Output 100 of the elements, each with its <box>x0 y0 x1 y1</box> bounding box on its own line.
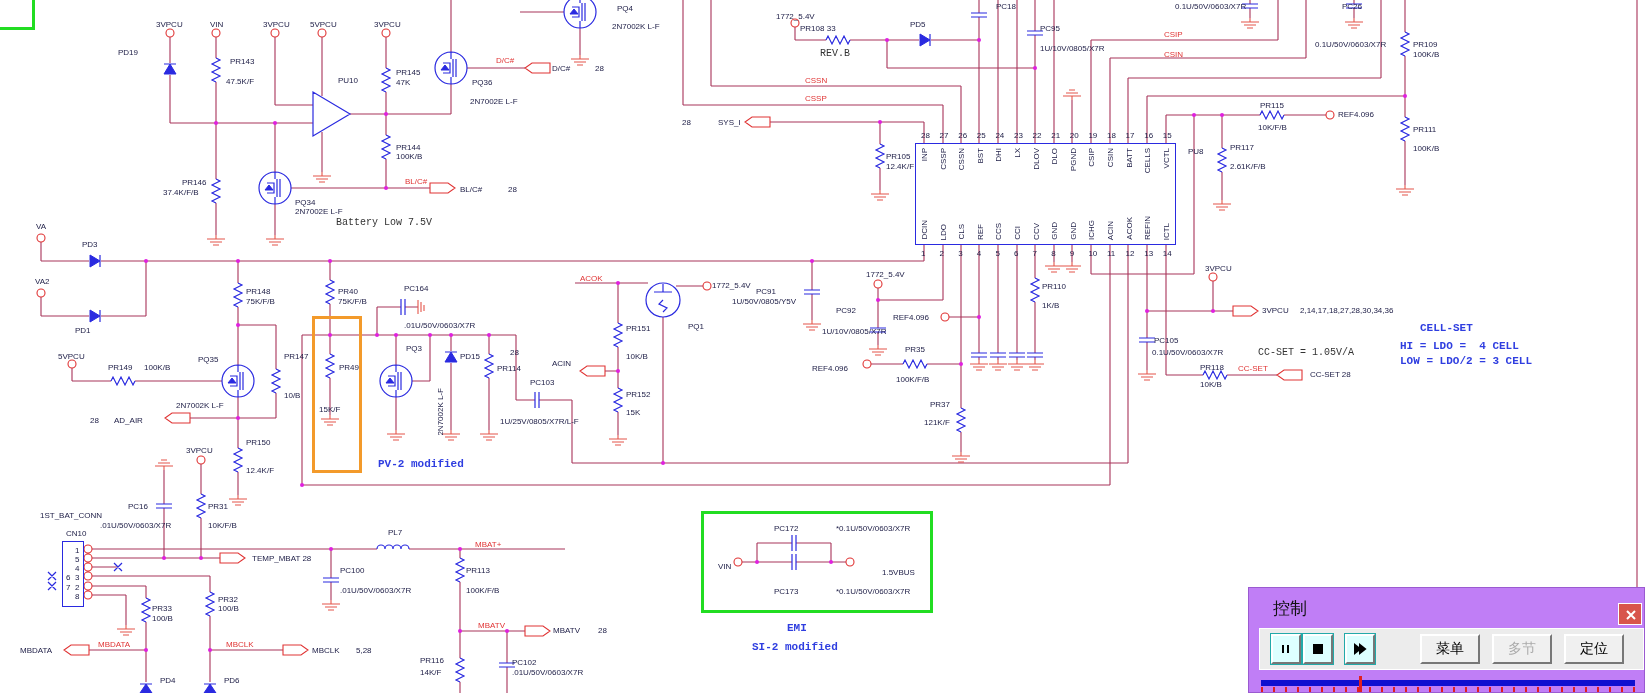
value-label: 2N7002K L-F <box>176 401 224 410</box>
port-label: VA <box>36 222 47 231</box>
value-label: 2N7002K L-F <box>436 388 445 436</box>
port-label: 1772_5.4V <box>776 12 815 21</box>
component-label: PQ3 <box>406 344 422 353</box>
value-label: 47K <box>396 78 411 87</box>
net-label: ACOK <box>580 274 603 283</box>
pin-name: DLO <box>1050 148 1060 165</box>
port-label: TEMP_MBAT 28 <box>252 554 312 563</box>
highlight-frame <box>701 511 933 613</box>
component-label: PD4 <box>160 676 176 685</box>
pin-number: 2 <box>939 249 945 258</box>
component-label: PR146 <box>182 178 207 187</box>
pin-number: 3 <box>958 249 963 258</box>
page-reference: 28 <box>508 185 517 194</box>
pin-name: CLS <box>957 224 967 240</box>
port-label: 1772_5.4V <box>866 270 905 279</box>
pin-name: ACIN <box>1106 220 1115 240</box>
pin-number: 16 <box>1144 131 1154 140</box>
net-label: CSIN <box>1164 50 1184 59</box>
value-label: .01U/50V/0603/X7R <box>340 586 412 595</box>
value-label: .01U/50V/0603/X7R <box>404 321 476 330</box>
highlight-frame <box>0 0 35 30</box>
note-text: LOW = LDO/2 = 3 CELL <box>1400 355 1533 367</box>
component-label: PQ1 <box>688 322 704 331</box>
net-label: BL/C# <box>405 177 428 186</box>
pin-number: 5 <box>995 249 1000 258</box>
value-label: 12.4K/F <box>246 466 274 475</box>
stop-button <box>1303 634 1333 664</box>
net-label: CSSN <box>805 76 828 85</box>
pin-name: CCS <box>994 223 1004 240</box>
pin-name: DHI <box>994 148 1004 162</box>
pin-number: 12 <box>1125 249 1135 258</box>
port-label: 5VPCU <box>58 352 85 361</box>
note-text: CC-SET = 1.05V/A <box>1258 347 1354 358</box>
value-label: 37.4K/F/B <box>163 188 199 197</box>
pin-name: DLOV <box>1031 148 1041 170</box>
component-label: PR40 <box>338 287 358 296</box>
port-label: REF4.096 <box>812 364 849 373</box>
pin-number: 5 <box>75 555 80 564</box>
component-label: PD1 <box>75 326 91 335</box>
port-label: 3VPCU <box>374 20 401 29</box>
component-label: PD19 <box>118 48 138 57</box>
pin-number: 1 <box>75 546 80 555</box>
port-label: 3VPCU <box>186 446 213 455</box>
port-label: 3VPCU <box>263 20 290 29</box>
component-label: PR32 <box>218 595 238 604</box>
value-label: 100/B <box>218 604 239 613</box>
value-label: 100K/B <box>144 363 171 372</box>
value-label: 75K/F/B <box>246 297 275 306</box>
value-label: 10/B <box>284 391 301 400</box>
component-label: PD15 <box>460 352 480 361</box>
net-label: CSIP <box>1164 30 1183 39</box>
pin-name: LDO <box>938 223 948 240</box>
value-label: *0.1U/50V/0603/X7R <box>836 524 911 533</box>
note-text: PV-2 modified <box>378 458 464 470</box>
pin-name: GND <box>1068 222 1078 240</box>
port-label: 3VPCU <box>1262 306 1289 315</box>
value-label: 0.1U/50V/0603/X7R <box>1152 348 1224 357</box>
component-label: PR149 <box>108 363 133 372</box>
pin-name: ACOK <box>1124 217 1134 240</box>
pin-number: 27 <box>939 131 949 140</box>
component-label: PD5 <box>910 20 926 29</box>
ic-box <box>915 143 1176 245</box>
pin-name: VCTL <box>1161 148 1171 169</box>
port-label: CC-SET 28 <box>1310 370 1351 379</box>
component-label: PD3 <box>82 240 98 249</box>
value-label: 14K/F <box>420 668 442 677</box>
pin-name: CSIN <box>1106 148 1115 168</box>
value-label: 10K/F/B <box>1258 123 1287 132</box>
component-label: PR115 <box>1260 101 1284 110</box>
close-button <box>1618 603 1642 625</box>
component-label: PR144 <box>396 143 421 152</box>
pin-number: 7 <box>66 583 71 592</box>
component-label: PR150 <box>246 438 271 447</box>
component-label: PC26 <box>1342 2 1362 11</box>
net-label: MBDATA <box>98 640 131 649</box>
note-text: SI-2 modified <box>752 641 838 653</box>
component-label: PQ34 <box>295 198 316 207</box>
pin-name: CCI <box>1013 226 1022 240</box>
port-label: MBCLK <box>312 646 340 655</box>
component-label: PR148 <box>246 287 271 296</box>
component-label: PC172 <box>774 524 799 533</box>
value-label: 2.61K/F/B <box>1230 162 1266 171</box>
page-reference: 28 <box>682 118 691 127</box>
component-label: PR31 <box>208 502 228 511</box>
component-label: PR151 <box>626 324 651 333</box>
note-text: Battery Low 7.5V <box>336 217 432 228</box>
component-label: PR109 <box>1413 40 1438 49</box>
component-label: PR114 <box>497 364 521 373</box>
port-label: MBATV <box>553 626 580 635</box>
pin-number: 15 <box>1162 131 1172 140</box>
value-label: 2N7002E L-F <box>470 97 518 106</box>
value-label: 100K/F/B <box>466 586 500 595</box>
component-label: PR111 <box>1413 125 1437 134</box>
pin-number: 4 <box>976 249 982 258</box>
page-reference: 28 <box>595 64 604 73</box>
component-label: PR152 <box>626 390 651 399</box>
pin-name: INP <box>920 148 929 162</box>
component-label: PQ4 <box>617 4 633 13</box>
